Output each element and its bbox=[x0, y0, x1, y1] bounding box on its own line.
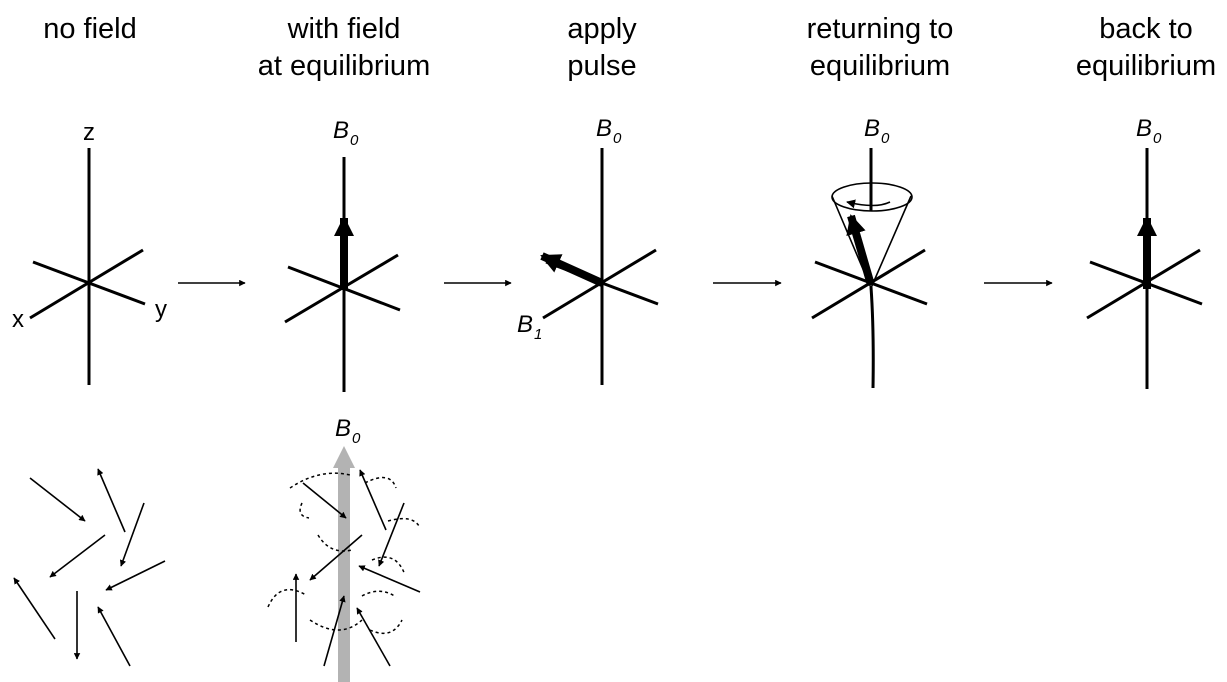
b0-label: B bbox=[864, 115, 880, 142]
precession-arrow-icon bbox=[846, 199, 891, 209]
b0-field-arrowhead-icon bbox=[333, 446, 355, 468]
title-with-field-line2: at equilibrium bbox=[258, 50, 430, 82]
b0-subscript: 0 bbox=[350, 132, 359, 149]
b1-subscript: 1 bbox=[534, 326, 542, 343]
y-axis-label: y bbox=[155, 296, 167, 323]
tipped-magnetization-arrow-icon bbox=[540, 252, 604, 287]
b0-label: B bbox=[333, 117, 349, 144]
b0-label: B bbox=[596, 115, 612, 142]
b0-subscript: 0 bbox=[352, 430, 361, 447]
title-apply-line2: pulse bbox=[567, 50, 636, 82]
title-back-line2: equilibrium bbox=[1076, 50, 1216, 82]
title-returning-line1: returning to bbox=[807, 13, 954, 45]
random-spin-arrows bbox=[13, 468, 166, 667]
aligned-spin-arrows: B 0 bbox=[267, 415, 421, 682]
axes-with-field: B 0 bbox=[284, 117, 401, 392]
b0-subscript: 0 bbox=[613, 130, 622, 147]
title-with-field-line1: with field bbox=[287, 13, 401, 45]
b0-label: B bbox=[1136, 115, 1152, 142]
b0-label: B bbox=[335, 415, 351, 442]
b0-subscript: 0 bbox=[1153, 130, 1162, 147]
b1-label: B bbox=[517, 311, 533, 338]
axes-returning: B 0 bbox=[811, 115, 928, 389]
title-apply-line1: apply bbox=[567, 13, 637, 45]
precessing-magnetization-arrow-icon bbox=[846, 214, 875, 287]
axes-back-to-equilibrium: B 0 bbox=[1086, 115, 1203, 389]
panel-titles: no field with field at equilibrium apply… bbox=[43, 13, 1216, 82]
x-axis-label: x bbox=[12, 306, 24, 333]
title-no-field: no field bbox=[43, 13, 137, 45]
title-back-line1: back to bbox=[1099, 13, 1193, 45]
title-returning-line2: equilibrium bbox=[810, 50, 950, 82]
axes-no-field: z x y bbox=[12, 119, 167, 385]
axes-apply-pulse: B 0 B 1 bbox=[517, 115, 659, 385]
z-axis-label: z bbox=[83, 119, 95, 146]
b0-subscript: 0 bbox=[881, 130, 890, 147]
